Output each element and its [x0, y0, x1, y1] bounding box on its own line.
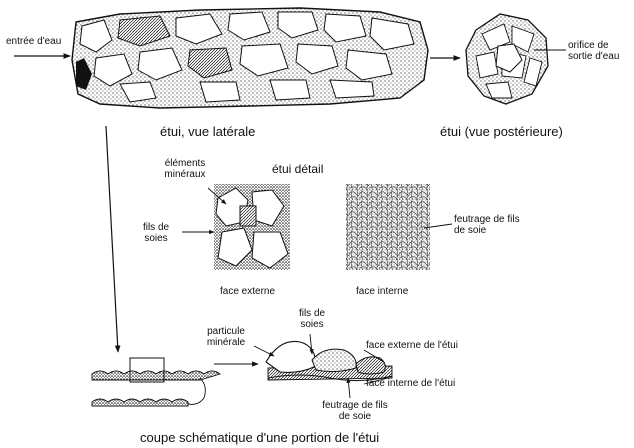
section-silk-felt-label: feutrage de fils de soie — [322, 400, 388, 422]
detail-external-face — [214, 184, 290, 270]
section-zoom — [265, 340, 393, 382]
posterior-view-caption: étui (vue postérieure) — [440, 124, 563, 139]
detail-internal-face — [346, 184, 430, 270]
case-lateral-view — [71, 7, 429, 109]
silk-felt-label: feutrage de fils de soie — [454, 214, 520, 236]
external-face-label: face externe — [220, 286, 276, 297]
detail-title: étui détail — [272, 162, 324, 176]
silk-threads-label: fils de soies — [142, 222, 170, 244]
to-section-arrow — [105, 125, 121, 353]
section-overview — [91, 357, 221, 407]
section-caption: coupe schématique d'une portion de l'étu… — [140, 430, 380, 445]
internal-face-label: face interne — [356, 286, 409, 297]
water-entry-label: entrée d'eau — [6, 36, 62, 47]
case-internal-face-label: face interne de l'étui — [366, 378, 456, 389]
mineral-elements-label: éléments minéraux — [164, 158, 206, 180]
mineral-particle-label: particule minérale — [206, 326, 246, 348]
section-silk-threads-label: fils de soies — [298, 308, 326, 330]
case-external-face-label: face externe de l'étui — [366, 340, 458, 351]
face-int-pointer — [363, 377, 389, 385]
lateral-view-caption: étui, vue latérale — [160, 124, 256, 139]
fils-coupe-pointer — [309, 333, 314, 355]
face-ext-pointer — [363, 349, 385, 363]
feutrage-pointer — [423, 223, 453, 229]
water-exit-label: orifice de sortie d'eau — [568, 40, 620, 62]
feutrage-coupe-pointer — [346, 377, 351, 399]
elements-pointer — [207, 187, 227, 205]
particule-pointer — [253, 345, 275, 357]
case-posterior-view — [465, 13, 549, 105]
